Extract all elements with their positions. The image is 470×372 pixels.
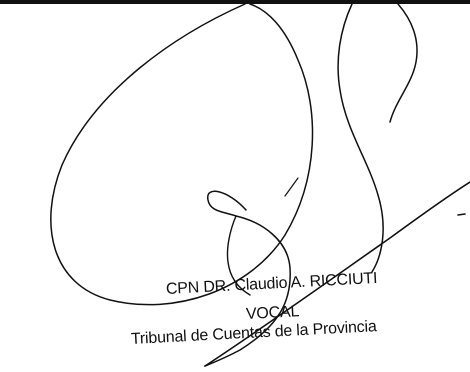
top-border-line bbox=[0, 0, 470, 4]
signer-title: VOCAL bbox=[245, 303, 300, 323]
